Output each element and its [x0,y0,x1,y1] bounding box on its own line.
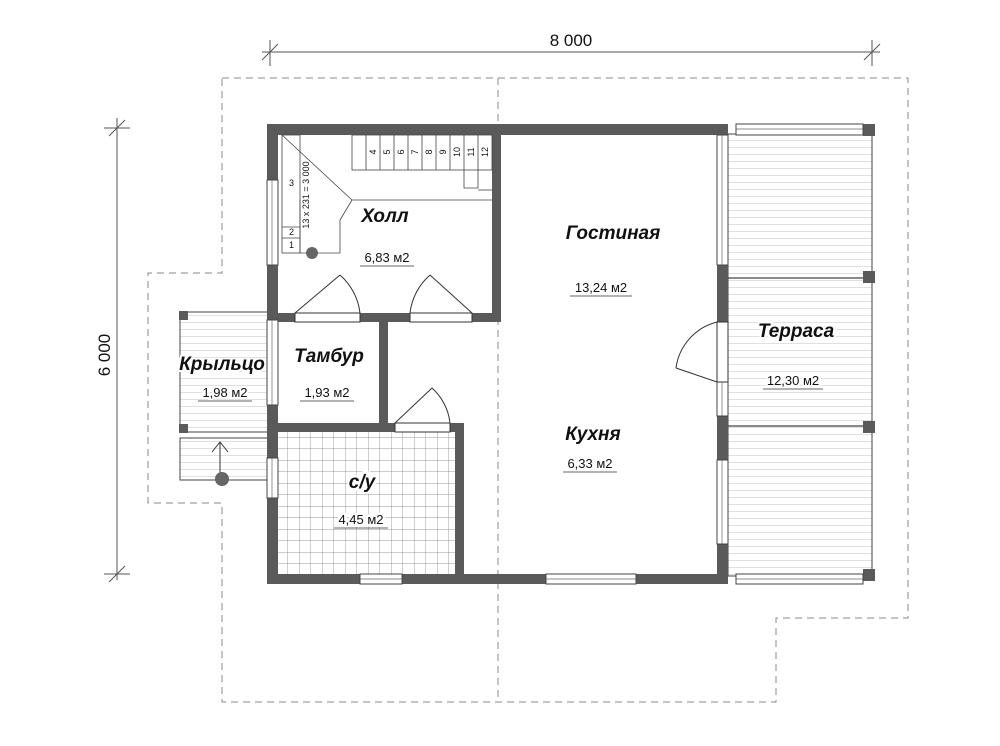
stair-formula: 13 x 231 = 3 000 [301,161,311,228]
room-living: Гостиная 13,24 м2 [566,223,661,297]
stair-step-number: 11 [466,147,476,156]
stair-start-marker [306,247,318,259]
bathroom-tile-floor [278,431,458,574]
room-porch: Крыльцо 1,98 м2 [177,352,267,402]
room-area-porch: 1,98 м2 [202,385,247,400]
room-name-kitchen: Кухня [565,424,620,445]
room-name-terrace: Терраса [758,321,835,342]
porch-posts [179,311,188,433]
stair-step-numbers-lower: 1 2 3 [289,178,294,250]
room-area-hall: 6,83 м2 [364,250,409,265]
room-kitchen: Кухня 6,33 м2 [563,424,621,473]
stair-step-number: 12 [480,147,490,157]
room-area-vestibule: 1,93 м2 [304,385,349,400]
stair-step-number: 6 [396,149,406,154]
porch-deck [179,311,269,486]
roof-outline [147,77,909,703]
room-vestibule: Тамбур 1,93 м2 [294,346,364,402]
room-name-porch: Крыльцо [179,354,265,375]
room-area-living: 13,24 м2 [575,280,627,295]
stair-step-number: 10 [452,147,462,157]
stair-step-number: 4 [368,149,378,154]
room-name-hall: Холл [360,206,408,227]
room-hall: Холл 6,83 м2 [360,206,414,267]
terrace-deck [727,133,873,577]
stair-step-number: 7 [410,149,420,154]
room-area-kitchen: 6,33 м2 [567,456,612,471]
room-name-living: Гостиная [566,223,661,244]
stair-step-number: 9 [438,149,448,154]
stair-step-number: 2 [289,227,294,237]
terrace-posts [863,124,875,581]
stair-step-number: 5 [382,149,392,154]
width-dimension-label: 8 000 [550,31,593,50]
room-name-vestibule: Тамбур [294,346,364,367]
room-name-bathroom: с/у [349,472,377,493]
room-area-bathroom: 4,45 м2 [338,512,383,527]
room-area-terrace: 12,30 м2 [767,373,819,388]
height-dimension-label: 6 000 [95,334,114,377]
stair-step-number: 8 [424,149,434,154]
room-bathroom: с/у 4,45 м2 [334,470,388,530]
staircase [281,134,493,254]
doors [294,274,729,433]
dimension-lines [104,40,881,583]
room-terrace: Терраса 12,30 м2 [756,319,837,390]
stair-step-number: 3 [289,178,294,188]
stair-step-number: 1 [289,240,294,250]
stair-step-numbers-upper: 4 5 6 7 8 9 10 11 12 13 [368,147,490,157]
